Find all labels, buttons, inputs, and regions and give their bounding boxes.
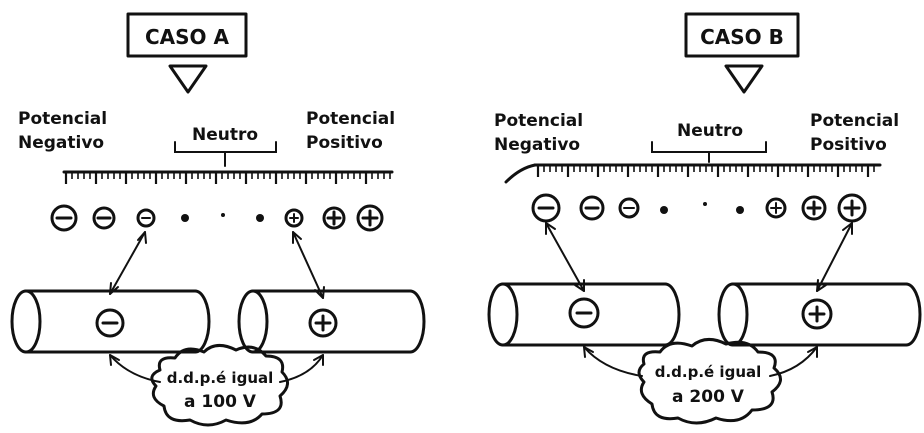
charge-plus-small xyxy=(284,208,304,228)
case-b-negative-label-2: Negativo xyxy=(494,135,580,155)
charge-dot-neutral xyxy=(703,202,707,206)
case-b-ddp-line-2: a 200 V xyxy=(672,387,745,407)
plus-icon xyxy=(806,200,822,216)
charge-minus-large xyxy=(531,193,561,223)
case-a-ddp-line-1: d.d.p.é igual xyxy=(167,369,274,387)
case-a-scale xyxy=(62,170,394,184)
case-a-cylinder-positive xyxy=(237,289,426,354)
case-b-ddp-line-1: d.d.p.é igual xyxy=(655,363,762,381)
plus-icon xyxy=(314,314,332,332)
charge-minus-small xyxy=(136,208,156,228)
case-b-ddp-cloud xyxy=(637,338,782,425)
case-b-arrow-negative xyxy=(545,222,585,292)
case-b-scale xyxy=(504,163,882,184)
case-a-connector-left xyxy=(109,354,161,383)
case-a-pointer-triangle xyxy=(168,64,208,94)
case-b-connector-left xyxy=(583,346,643,377)
case-a-box xyxy=(126,12,248,58)
case-a-label: CASO A xyxy=(145,25,230,49)
case-b-charge-row xyxy=(531,193,867,223)
case-a-negative-label-2: Negativo xyxy=(18,133,104,153)
plus-icon xyxy=(843,199,861,217)
charge-plus-small xyxy=(765,197,787,219)
case-b-box xyxy=(684,12,800,58)
plus-icon xyxy=(326,210,342,226)
case-b-pointer-triangle xyxy=(724,64,764,94)
charge-dot xyxy=(256,214,264,222)
charge-dot-neutral xyxy=(221,213,225,217)
case-a-positive-label-2: Positivo xyxy=(306,133,383,153)
panel-caso-b: CASO B Potencial Negativo Neutro Potenci… xyxy=(487,12,922,425)
charge-dot xyxy=(736,206,744,214)
cylinder-charge-minus xyxy=(568,297,600,329)
plus-icon xyxy=(289,213,299,223)
charge-minus-small xyxy=(618,197,640,219)
case-b-scale-ticks xyxy=(536,165,875,177)
charge-dot xyxy=(181,214,189,222)
case-a-positive-label-1: Potencial xyxy=(306,109,395,129)
charge-plus-large xyxy=(356,204,384,232)
case-b-label: CASO B xyxy=(700,25,784,49)
case-b-cylinder-positive xyxy=(717,282,922,347)
case-a-ddp-cloud xyxy=(150,344,289,427)
case-a-ddp-line-2: a 100 V xyxy=(184,392,257,412)
case-b-negative-label-1: Potencial xyxy=(494,111,583,131)
case-a-cylinder-negative xyxy=(10,289,211,354)
case-a-connector-right xyxy=(279,354,324,383)
charge-plus-medium xyxy=(322,206,346,230)
charge-minus-medium xyxy=(92,206,116,230)
case-b-positive-label-1: Potencial xyxy=(810,111,899,131)
charge-plus-medium xyxy=(801,195,827,221)
case-b-arrow-positive xyxy=(816,222,853,292)
panel-caso-a: CASO A Potencial Negativo Neutro Potenci… xyxy=(10,12,426,427)
plus-icon xyxy=(361,209,379,227)
cylinder-charge-minus xyxy=(95,308,125,338)
case-b-neutral-label: Neutro xyxy=(677,121,743,141)
plus-icon xyxy=(808,305,826,323)
case-a-neutral-bracket xyxy=(174,141,277,167)
case-b-cylinder-negative xyxy=(487,282,681,347)
case-a-neutral-label: Neutro xyxy=(192,125,258,145)
charge-plus-large xyxy=(837,193,867,223)
charge-dot xyxy=(660,206,668,214)
case-a-arrow-positive xyxy=(292,231,324,299)
case-b-positive-label-2: Positivo xyxy=(810,135,887,155)
cylinder-charge-plus xyxy=(308,308,338,338)
case-a-negative-label-1: Potencial xyxy=(18,109,107,129)
case-b-scale-curve xyxy=(504,163,537,184)
cylinder-charge-plus xyxy=(801,298,833,330)
plus-icon xyxy=(770,202,782,214)
case-a-charge-row xyxy=(50,204,384,232)
case-b-connector-right xyxy=(769,346,818,377)
charge-minus-large xyxy=(50,204,78,232)
case-b-neutral-bracket xyxy=(651,141,767,163)
charge-minus-medium xyxy=(579,195,605,221)
case-a-scale-ticks xyxy=(64,172,391,184)
case-a-arrow-negative xyxy=(109,231,146,295)
